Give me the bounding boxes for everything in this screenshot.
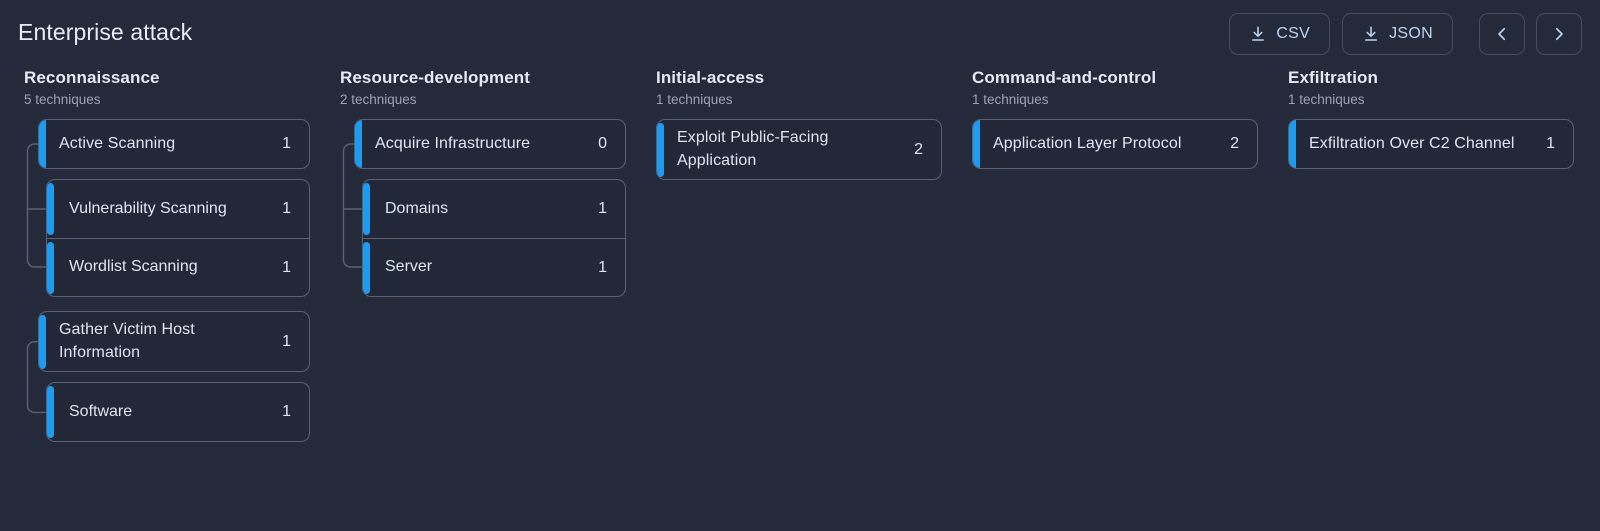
tactic-technique-count: 1 techniques [1288,92,1365,107]
technique-card[interactable]: Exploit Public-Facing Application 2 [656,119,942,181]
technique-group: Exploit Public-Facing Application 2 [656,119,942,181]
subtechnique-row[interactable]: Domains 1 [363,180,625,238]
accent-bar [39,120,46,168]
subtechnique-row[interactable]: Vulnerability Scanning 1 [47,180,309,238]
tactic-column-header: Command-and-control 1 techniques [972,68,1258,119]
technique-count: 1 [282,135,291,152]
subtechnique-name: Domains [385,199,449,217]
tactic-column-header: Reconnaissance 5 techniques [24,68,310,119]
subtechnique-row[interactable]: Wordlist Scanning 1 [47,238,309,296]
tactic-board: Reconnaissance 5 techniques Active Scann… [0,68,1600,531]
subtechnique-name: Wordlist Scanning [69,258,198,276]
accent-bar [363,241,370,294]
page-header: Enterprise attack CSV [0,0,1600,68]
tactic-column-body: Exfiltration Over C2 Channel 1 [1288,119,1574,169]
subtechnique-count: 1 [598,258,607,276]
technique-group: Gather Victim Host Information 1 Softwar… [24,311,310,443]
accent-bar [363,183,370,235]
technique-name: Acquire Infrastructure [375,134,531,152]
header-actions: CSV JSON [1229,13,1582,55]
subtechnique-name: Server [385,258,433,276]
export-csv-label: CSV [1276,25,1311,42]
tactic-column-0: Reconnaissance 5 techniques Active Scann… [0,68,316,456]
tactic-title: Resource-development [340,68,530,87]
previous-page-button[interactable] [1479,13,1525,55]
tactic-technique-count: 1 techniques [972,92,1049,107]
tactic-column-body: Exploit Public-Facing Application 2 [656,119,942,181]
tactic-column-body: Application Layer Protocol 2 [972,119,1258,169]
technique-card[interactable]: Application Layer Protocol 2 [972,119,1258,169]
download-icon [1362,25,1380,43]
accent-bar [657,122,664,177]
technique-group: Application Layer Protocol 2 [972,119,1258,169]
tactic-column-body: Active Scanning 1 Vulnerability Scanning… [24,119,310,443]
download-icon [1249,25,1267,43]
page-title: Enterprise attack [18,19,193,45]
tactic-column-2: Initial-access 1 techniques Exploit Publ… [632,68,948,194]
subtechnique-row[interactable]: Server 1 [363,238,625,296]
export-json-button[interactable]: JSON [1342,13,1453,55]
technique-name: Exploit Public-Facing Application [677,129,829,169]
subtechnique-count: 1 [598,200,607,217]
accent-bar [355,120,362,168]
accent-bar [973,120,980,168]
technique-count: 0 [598,135,607,152]
tactic-column-1: Resource-development 2 techniques Acquir… [316,68,632,311]
chevron-left-icon [1493,25,1511,43]
accent-bar [1289,120,1296,168]
technique-name: Application Layer Protocol [993,134,1182,152]
tactic-column-header: Initial-access 1 techniques [656,68,942,119]
subtechnique-count: 1 [282,403,291,421]
subtechnique-count: 1 [282,200,291,217]
export-json-label: JSON [1389,25,1433,42]
technique-name: Exfiltration Over C2 Channel [1309,134,1515,152]
subtechnique-count: 1 [282,258,291,276]
accent-bar [47,386,54,439]
subtechnique-name: Vulnerability Scanning [69,199,227,217]
pagination-nav [1479,13,1582,55]
tactic-title: Exfiltration [1288,68,1378,87]
technique-count: 1 [282,332,291,350]
technique-group: Acquire Infrastructure 0 Domains 1 Serve… [340,119,626,297]
tactic-technique-count: 1 techniques [656,92,733,107]
technique-name: Active Scanning [59,134,176,152]
export-csv-button[interactable]: CSV [1229,13,1331,55]
technique-card[interactable]: Exfiltration Over C2 Channel 1 [1288,119,1574,169]
tactic-technique-count: 2 techniques [340,92,417,107]
next-page-button[interactable] [1536,13,1582,55]
technique-name: Gather Victim Host Information [59,321,195,361]
tactic-column-header: Exfiltration 1 techniques [1288,68,1574,119]
accent-bar [47,241,54,294]
subtechnique-list: Domains 1 Server 1 [362,179,626,297]
tactic-technique-count: 5 techniques [24,92,101,107]
tactic-column-4: Exfiltration 1 techniques Exfiltration O… [1264,68,1580,183]
technique-group: Active Scanning 1 Vulnerability Scanning… [24,119,310,297]
chevron-right-icon [1550,25,1568,43]
tactic-title: Command-and-control [972,68,1157,87]
technique-group: Exfiltration Over C2 Channel 1 [1288,119,1574,169]
technique-count: 2 [914,140,923,158]
accent-bar [39,314,46,369]
tactic-column-3: Command-and-control 1 techniques Applica… [948,68,1264,183]
accent-bar [47,183,54,235]
tactic-title: Reconnaissance [24,68,160,87]
tactic-column-header: Resource-development 2 techniques [340,68,626,119]
technique-count: 2 [1230,135,1239,152]
subtechnique-name: Software [69,403,133,421]
subtechnique-list: Vulnerability Scanning 1 Wordlist Scanni… [46,179,310,297]
technique-card[interactable]: Gather Victim Host Information 1 [38,311,310,373]
technique-card[interactable]: Active Scanning 1 [38,119,310,169]
tactic-column-body: Acquire Infrastructure 0 Domains 1 Serve… [340,119,626,297]
technique-card[interactable]: Acquire Infrastructure 0 [354,119,626,169]
tactic-title: Initial-access [656,68,765,87]
subtechnique-list: Software 1 [46,382,310,443]
technique-count: 1 [1546,135,1555,152]
subtechnique-row[interactable]: Software 1 [47,383,309,441]
